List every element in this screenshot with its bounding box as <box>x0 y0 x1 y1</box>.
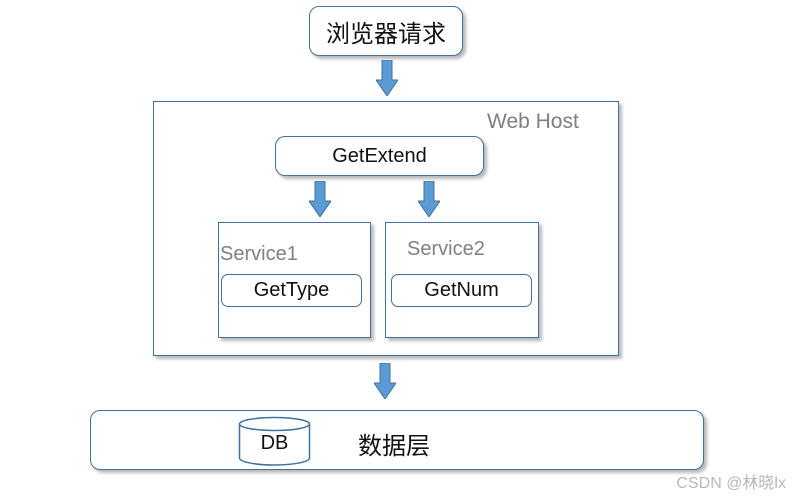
data-layer-label: 数据层 <box>358 433 430 460</box>
arrow-down-icon <box>309 181 331 217</box>
arrow-down-icon <box>418 181 440 217</box>
arrow-down-icon <box>374 363 396 399</box>
browser-request-label: 浏览器请求 <box>326 20 446 48</box>
browser-request-box: 浏览器请求 <box>309 6 463 56</box>
get-extend-label: GetExtend <box>332 144 427 167</box>
get-type-label: GetType <box>253 279 330 301</box>
get-type-box: GetType <box>221 274 362 307</box>
db-label: DB <box>260 432 289 454</box>
database-icon: DB <box>238 416 311 466</box>
get-num-label: GetNum <box>424 279 499 301</box>
web-host-label: Web Host <box>487 110 579 133</box>
arrow-down-icon <box>376 60 398 96</box>
data-layer-box <box>90 410 704 470</box>
service1-label: Service1 <box>220 243 298 265</box>
watermark: CSDN @林晓lx <box>676 475 786 492</box>
service2-label: Service2 <box>407 238 485 260</box>
get-extend-box: GetExtend <box>275 136 484 176</box>
get-num-box: GetNum <box>391 274 532 307</box>
